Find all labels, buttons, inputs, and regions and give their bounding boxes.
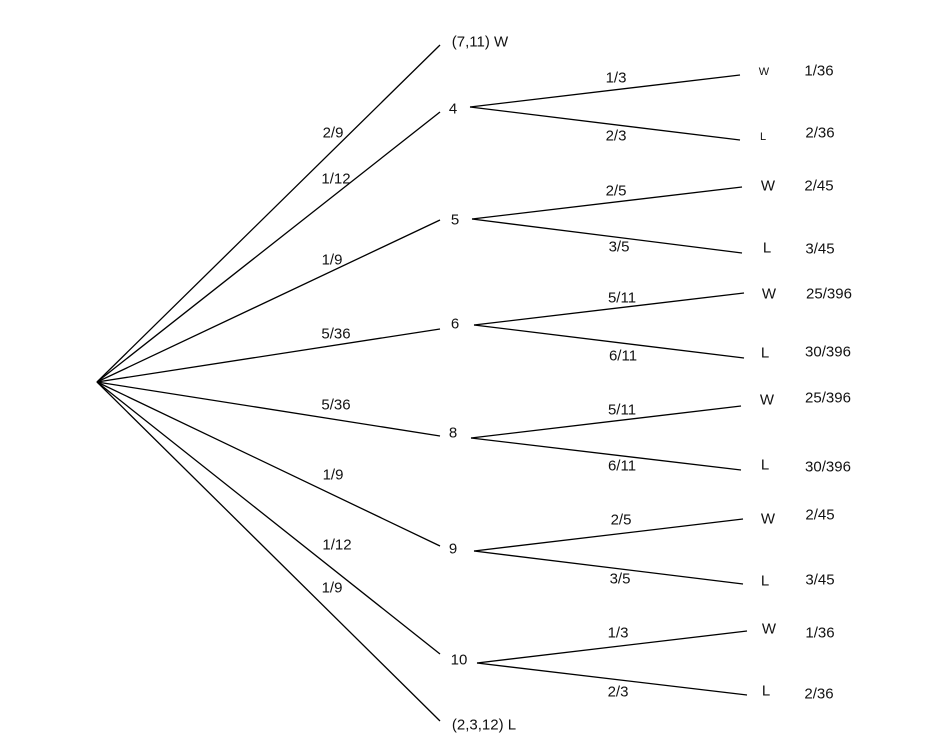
win-prob-label: 2/5 — [611, 512, 632, 529]
lose-branch-line — [469, 106, 741, 141]
win-result-prob: 1/36 — [805, 625, 834, 642]
first-stage-branch-line — [96, 381, 441, 655]
first-stage-branch-line — [96, 381, 441, 547]
win-outcome-label: W — [760, 392, 775, 409]
first-stage-branch-line — [96, 328, 441, 383]
lose-outcome-label: L — [761, 345, 769, 362]
lose-outcome-label: L — [762, 683, 770, 700]
first-stage-prob-label: 1/9 — [323, 467, 344, 484]
win-prob-label: 5/11 — [608, 402, 636, 419]
win-branch-line — [470, 405, 742, 439]
lose-prob-label: 2/3 — [608, 684, 629, 701]
first-stage-prob-label: 5/36 — [321, 326, 350, 343]
win-prob-label: 1/3 — [608, 625, 629, 642]
lose-branch-line — [471, 218, 743, 254]
win-prob-label: 2/5 — [606, 183, 627, 200]
lose-branch-line — [470, 437, 742, 471]
lose-outcome-label: L — [760, 131, 766, 143]
first-stage-branch-line — [96, 111, 441, 383]
first-stage-branch-line — [96, 219, 441, 383]
first-stage-branch-line — [96, 44, 441, 383]
first-stage-prob-label: 5/36 — [321, 397, 350, 414]
lose-outcome-label: L — [763, 240, 771, 257]
lose-result-prob: 2/36 — [805, 125, 834, 142]
win-result-prob: 25/396 — [805, 390, 851, 407]
first-stage-node-label: 5 — [451, 212, 459, 229]
win-outcome-label: W — [762, 286, 777, 303]
lose-result-prob: 3/45 — [805, 572, 834, 589]
win-branch-line — [469, 74, 741, 108]
win-branch-line — [471, 186, 743, 220]
win-result-prob: 2/45 — [804, 178, 833, 195]
first-stage-prob-label: 1/9 — [322, 252, 343, 269]
win-prob-label: 1/3 — [606, 70, 627, 87]
win-result-prob: 1/36 — [804, 63, 833, 80]
first-stage-node-label: 10 — [451, 652, 468, 669]
win-branch-line — [476, 630, 748, 664]
first-stage-prob-label: 1/9 — [322, 580, 343, 597]
win-outcome-label: W — [761, 511, 776, 528]
first-stage-prob-label: 1/12 — [321, 171, 350, 188]
lose-result-prob: 2/36 — [804, 686, 833, 703]
first-stage-branch-line — [96, 381, 441, 437]
first-stage-prob-label: 1/12 — [322, 537, 351, 554]
lose-prob-label: 3/5 — [610, 571, 631, 588]
first-stage-node-label: (7,11) W — [452, 34, 509, 51]
win-prob-label: 5/11 — [608, 290, 636, 307]
lose-outcome-label: L — [761, 573, 769, 590]
win-outcome-label: W — [762, 621, 777, 638]
win-branch-line — [473, 518, 744, 552]
lose-result-prob: 30/396 — [805, 459, 851, 476]
win-result-prob: 25/396 — [806, 286, 852, 303]
first-stage-branch-line — [96, 381, 441, 722]
lose-branch-line — [476, 662, 748, 696]
win-outcome-label: W — [759, 66, 770, 78]
lose-prob-label: 6/11 — [609, 348, 637, 365]
win-result-prob: 2/45 — [805, 507, 834, 524]
lose-outcome-label: L — [761, 457, 769, 474]
first-stage-node-label: (2,3,12) L — [452, 717, 516, 734]
first-stage-node-label: 8 — [449, 425, 457, 442]
win-outcome-label: W — [761, 178, 776, 195]
first-stage-prob-label: 2/9 — [323, 125, 344, 142]
lose-prob-label: 2/3 — [606, 128, 627, 145]
lose-result-prob: 30/396 — [805, 344, 851, 361]
first-stage-node-label: 4 — [449, 101, 457, 118]
lose-prob-label: 6/11 — [608, 458, 636, 475]
first-stage-node-label: 9 — [449, 541, 457, 558]
first-stage-node-label: 6 — [451, 316, 459, 333]
lose-prob-label: 3/5 — [609, 239, 630, 256]
lose-branch-line — [473, 550, 744, 585]
lose-result-prob: 3/45 — [805, 241, 834, 258]
lose-branch-line — [473, 324, 745, 359]
win-branch-line — [473, 292, 745, 326]
